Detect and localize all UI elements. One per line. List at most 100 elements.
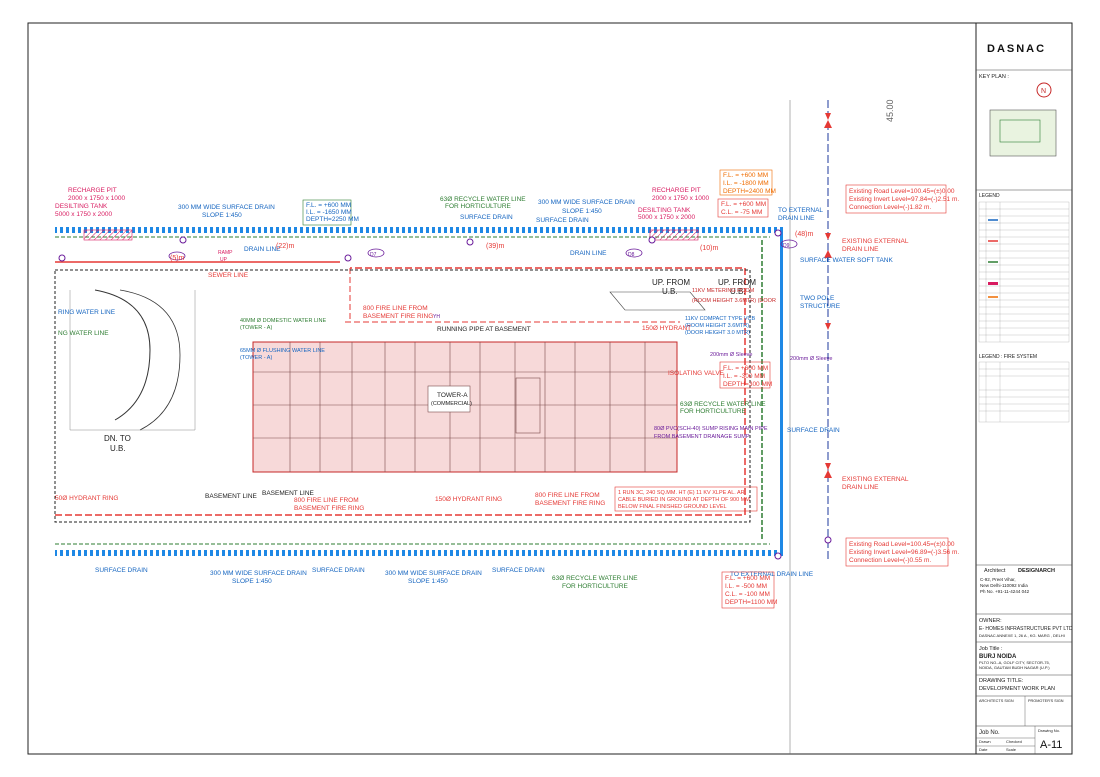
dn-ub: U.B.	[110, 444, 126, 453]
drain-top-right-label: 300 MM WIDE SURFACE DRAIN	[538, 199, 635, 206]
connection-1: Connection Level=(-)1.82 m.	[849, 204, 931, 211]
basement-line-label-2: BASEMENT LINE	[262, 490, 315, 497]
fl-mid-1: F.L. = +600 MM	[723, 365, 768, 372]
fire-line-b2b: BASEMENT FIRE RING	[535, 500, 605, 507]
node-d9: D9	[783, 243, 790, 249]
job-name: BURJ NOIDA	[979, 654, 1017, 660]
cable-note-3: BELOW FINAL FINISHED GROUND LEVEL	[618, 504, 727, 510]
ramp-label: RAMP	[218, 250, 233, 256]
length-39: (39)m	[486, 243, 504, 250]
job-title-label: Job Title :	[979, 646, 1003, 652]
water-line-left-2: NG WATER LINE	[58, 330, 109, 337]
key-plan-label: KEY PLAN :	[979, 74, 1009, 80]
recharge-pit-right	[649, 229, 699, 241]
existing-road-2: Existing Road Level=100.45=(±)0.00	[849, 541, 955, 548]
legend-fire-table	[978, 361, 1070, 423]
recycle-top-label-2: FOR HORTICULTURE	[445, 203, 512, 210]
hydrant-ring	[55, 267, 746, 516]
isolating-valve: ISOLATING VALVE	[668, 370, 725, 377]
manhole-icons	[58, 229, 832, 560]
existing-road-1: Existing Road Level=100.45=(±)0.00	[849, 188, 955, 195]
fl-bottom-2: I.L. = -500 MM	[725, 583, 767, 590]
desilting-tank-left-label: DESILTING TANK	[55, 203, 108, 210]
job-addr-1: PLTO NO.-A, GOLF CITY, SECTOR-75,	[979, 660, 1050, 665]
two-pole-label: TWO POLE	[800, 295, 835, 302]
basement-fire-ring: BASEMENT FIRE RING	[363, 313, 433, 320]
fl-top-left-2: I.L. = -1650 MM	[306, 209, 352, 216]
surface-drain-bottom-2: SURFACE DRAIN	[312, 567, 365, 574]
desilting-tank-right-label: DESILTING TANK	[638, 207, 691, 214]
fire-line-b1b: BASEMENT FIRE RING	[294, 505, 364, 512]
node-d7: D7	[370, 252, 377, 258]
node-d8: D8	[628, 252, 635, 258]
legend-swatches	[988, 219, 998, 298]
water-line-left-1: RING WATER LINE	[58, 309, 116, 316]
recharge-pit-left-dim: 2000 x 1750 x 1000	[68, 195, 125, 202]
length-22: (22)m	[276, 243, 294, 250]
fl-top-right-3: DEPTH=2400 MM	[723, 188, 776, 195]
hydrant-150: 150Ø HYDRANT	[642, 325, 691, 332]
length-5: (5)m	[170, 255, 185, 262]
fl-mid-3: DEPTH=300 MM	[723, 381, 772, 388]
job-no-label: Job No.	[979, 730, 1000, 736]
yh-marker: YH	[433, 314, 440, 320]
top-surface-drain	[55, 227, 780, 233]
length-10: (10)m	[700, 245, 718, 252]
vcb-label: 11KV COMPACT TYPE VCB	[685, 316, 756, 322]
drawing-number: A-11	[1040, 739, 1062, 751]
existing-external-2: EXISTING EXTERNAL	[842, 476, 909, 483]
ramp-up-label: UP	[220, 257, 228, 263]
owner-label: OWNER:	[979, 618, 1002, 624]
fire-line-b2: 800 FIRE LINE FROM	[535, 492, 600, 499]
flushing-line: 65MM Ø FLUSHING WATER LINE	[240, 348, 325, 354]
fl-box-bottom	[721, 571, 775, 609]
sleeve-2: 200mm Ø Sleeve	[790, 356, 833, 362]
fl-bottom-1: F.L. = +600 MM	[725, 575, 770, 582]
running-pipe: RUNNING PIPE AT BASEMENT	[437, 326, 531, 333]
up-from-ub-2: UP. FROM	[718, 278, 756, 287]
vcb-door: (DOOR HEIGHT 3.0 MTR)	[685, 330, 750, 336]
promoters-sign: PROMOTER'S SIGN	[1028, 699, 1064, 703]
existing-external-label: EXISTING EXTERNAL	[842, 238, 909, 245]
recharge-pit-left-label: RECHARGE PIT	[68, 187, 117, 194]
recharge-pit-right-label: RECHARGE PIT	[652, 187, 701, 194]
fire-line-from: 800 FIRE LINE FROM	[363, 305, 428, 312]
drain-line-2: DRAIN LINE	[842, 484, 879, 491]
owner-name: E- HOMES INFRASTRUCTURE PVT LTD	[979, 626, 1073, 632]
architect-phone: Ph No. +91-11-4244 042	[980, 589, 1030, 594]
fl-top-left-1: F.L. = +600 MM	[306, 202, 351, 209]
cable-note-box	[614, 486, 758, 512]
ramp-right	[609, 291, 706, 311]
key-plan-site	[999, 119, 1041, 143]
structure-label: STRUCTURE	[800, 303, 841, 310]
drawing-title-label: DRAWING TITLE:	[979, 678, 1024, 684]
drain-top-left-slope: SLOPE 1:450	[202, 212, 242, 219]
scale-label: Scale	[1006, 747, 1017, 752]
recharge-pit-left	[83, 229, 133, 241]
tower-sub: (COMMERCIAL)	[431, 401, 472, 407]
sump-from: FROM BASEMENT DRAINAGE SUMP	[654, 434, 750, 440]
architect-firm: DESIGNARCH	[1018, 568, 1055, 574]
drain-top-right-slope: SLOPE 1:450	[562, 208, 602, 215]
fl-bottom-3: C.L. = -100 MM	[725, 591, 770, 598]
north-letter: N	[1041, 88, 1046, 95]
surface-drain-top: SURFACE DRAIN	[460, 214, 513, 221]
desilting-tank-right-dim: 5000 x 1750 x 2000	[638, 214, 695, 221]
legend-fire-title: LEGEND : FIRE SYSTEM	[979, 354, 1037, 360]
sewer-line-label: SEWER LINE	[208, 272, 249, 279]
tower-a-rooms	[253, 342, 677, 472]
connection-2: Connection Level=(-)0.55 m.	[849, 557, 931, 564]
drawn-label: Drawn	[979, 739, 991, 744]
surface-drain-bottom-1: SURFACE DRAIN	[95, 567, 148, 574]
legend-table	[978, 201, 1070, 343]
existing-external-drain: DRAIN LINE	[842, 246, 879, 253]
surface-drain-bottom-3: SURFACE DRAIN	[492, 567, 545, 574]
recycle-bottom-2: FOR HORTICULTURE	[562, 583, 629, 590]
domestic-line: 40MM Ø DOMESTIC WATER LINE	[240, 318, 327, 324]
to-external-label: TO EXTERNAL	[778, 207, 823, 214]
fl-top-right-5: C.L. = -75 MM	[721, 209, 762, 216]
fl-box-top-right-2	[717, 198, 769, 218]
room-height: (ROOM HEIGHT 3.6MTR) (DOOR	[692, 298, 776, 304]
